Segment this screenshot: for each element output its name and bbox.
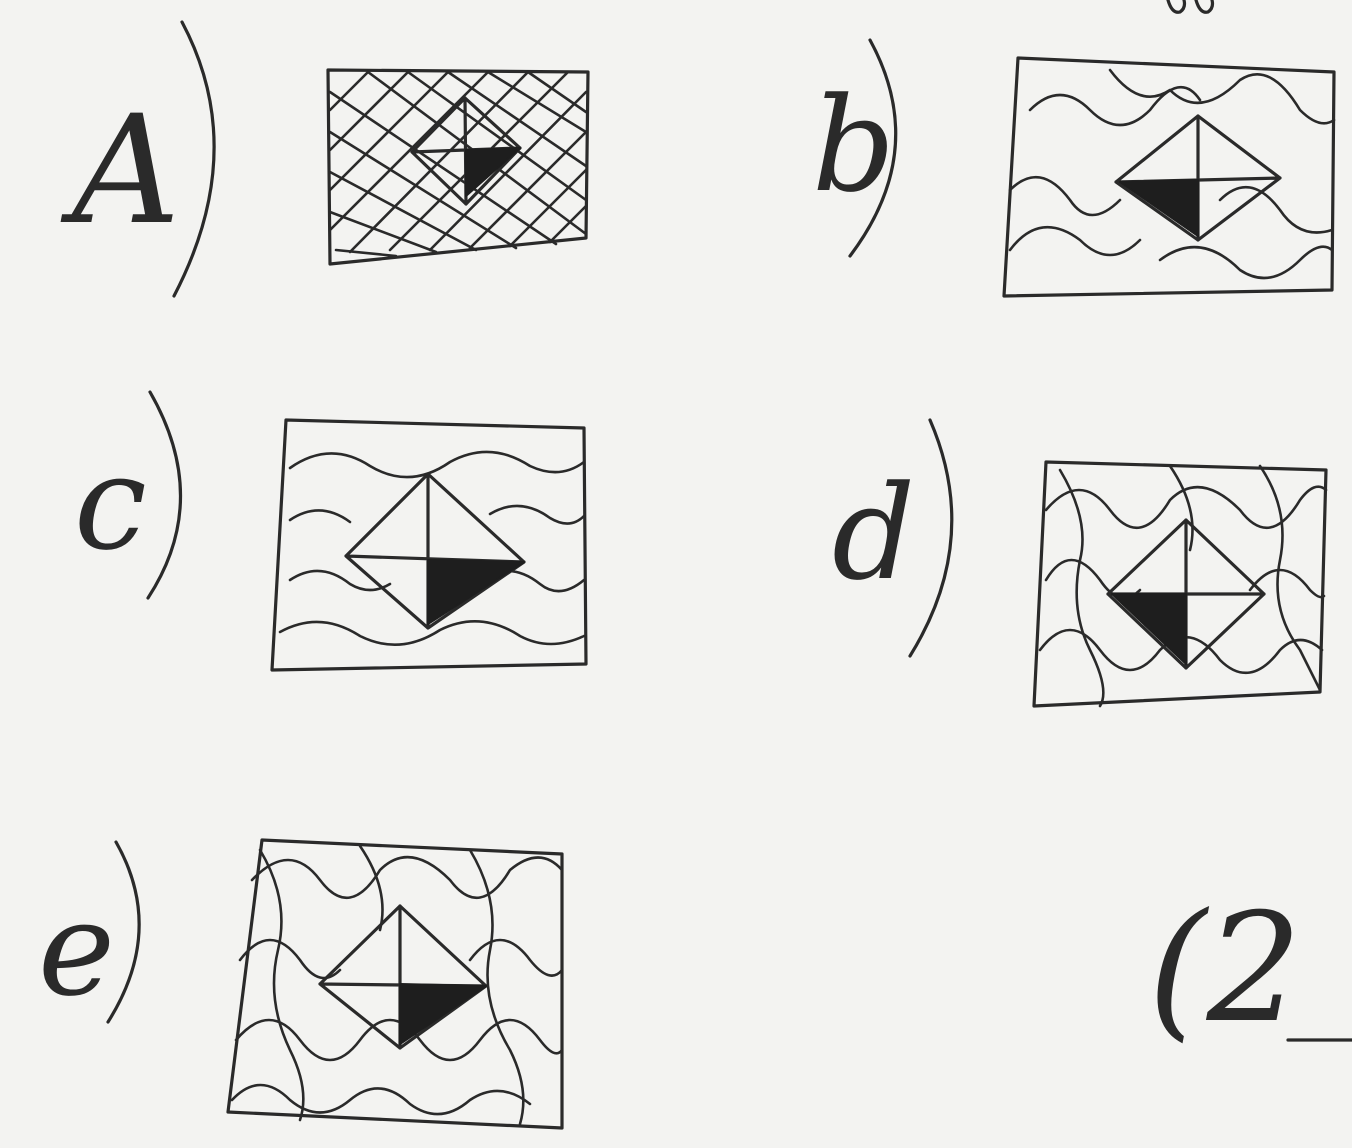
- option-d-tile: [1034, 462, 1326, 706]
- score-note: (2: [1148, 882, 1352, 1056]
- cropped-top-marks: [1168, 0, 1213, 12]
- score-note-text: (2: [1148, 882, 1302, 1056]
- option-b-wave-pattern: [1010, 70, 1334, 278]
- option-e: e: [38, 840, 562, 1128]
- option-d-label: d: [832, 457, 915, 609]
- option-c-paren: [148, 392, 181, 598]
- option-a-crosshatch: [330, 72, 586, 256]
- option-c-kite-icon: [346, 474, 524, 628]
- option-d-paren: [910, 420, 952, 656]
- option-a-tile: [328, 70, 588, 264]
- option-d: d: [832, 420, 1326, 706]
- option-a-label: A: [60, 84, 180, 258]
- option-a-kite-icon: [412, 98, 520, 204]
- option-b-tile: [1004, 58, 1334, 296]
- option-b-kite-icon: [1116, 116, 1280, 240]
- option-e-tile: [228, 840, 562, 1128]
- option-d-kite-icon: [1108, 520, 1264, 668]
- option-c-tile: [272, 420, 586, 670]
- option-d-crossed-wave-pattern: [1040, 466, 1326, 706]
- option-b: b: [812, 40, 1334, 296]
- option-e-label: e: [38, 873, 115, 1025]
- option-e-kite-icon: [320, 906, 486, 1048]
- option-c: c: [74, 392, 586, 670]
- option-c-label: c: [74, 427, 147, 579]
- option-a: A: [60, 22, 588, 296]
